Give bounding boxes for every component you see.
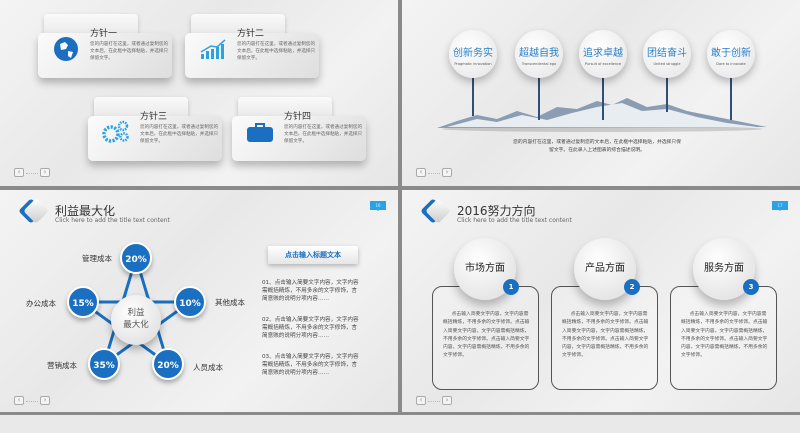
slide-thumbnail-direction[interactable]: 2016努力方向 Click here to add the title tex… [402, 190, 800, 412]
policy-card-2: 方针二 您的内容打在这里，或者通过复制您的文本后，在此框中选择粘贴，并选择只保留… [185, 14, 319, 78]
caption-text: 您的内容打在这里，或者通过复制您的文本后，在此框中选择粘贴，并选择只保留文字。在… [513, 140, 681, 153]
value-title: 敢于创新 [711, 48, 751, 59]
label-other: 其他成本 [215, 298, 245, 307]
value-subtitle: United struggle [653, 62, 681, 66]
next-slide-button[interactable]: › [40, 168, 50, 177]
percent-circle-other: 10% [174, 286, 206, 318]
value-bubble-5: 敢于创新 Dare to innovate [707, 30, 755, 78]
slide-subtitle: Click here to add the title text content [55, 217, 170, 224]
value-title: 团结奋斗 [647, 48, 687, 59]
briefcase-icon [247, 123, 273, 142]
list-item: 01、点击输入简要文字内容，文字内容需概括精炼，不用多余的文字修饰，言简意赅的说… [262, 280, 359, 302]
number-badge: 2 [624, 279, 640, 295]
card-title: 方针一 [90, 29, 118, 39]
card-text: 您的内容打在这里，或者通过复制您的文本后，在此框中选择粘贴，并选择只保留文字。 [140, 125, 219, 144]
percent-circle-marketing: 35% [88, 348, 120, 380]
page-number-badge: 17 [772, 201, 788, 211]
card-text: 您的内容打在这里，或者通过复制您的文本后，在此框中选择粘贴，并选择只保留文字。 [237, 42, 316, 61]
card-title: 方针二 [237, 29, 265, 39]
list-item: 03、点击输入简要文字内容，文字内容需概括精炼，不用多余的文字修饰，言简意赅的说… [262, 354, 359, 376]
value-bubble-3: 追求卓越 Pursuit of excellence [579, 30, 627, 78]
number-badge: 3 [743, 279, 759, 295]
next-slide-button[interactable]: › [442, 396, 452, 405]
percent-circle-office: 15% [67, 286, 99, 318]
box-text: 点击输入简要文字内容，文字内容需概括精炼，不用多余的文字修饰。点击输入简要文字内… [562, 312, 649, 359]
value-bubble-1: 创新务实 Pragmatic innovation [449, 30, 497, 78]
label-office: 办公成本 [26, 299, 56, 308]
direction-box-1: 点击输入简要文字内容，文字内容需概括精炼，不用多余的文字修饰。点击输入简要文字内… [432, 286, 539, 390]
value-subtitle: Transcendental ego [521, 62, 557, 66]
number-badge: 1 [503, 279, 519, 295]
box-text: 点击输入简要文字内容，文字内容需概括精炼，不用多余的文字修饰。点击输入简要文字内… [681, 312, 768, 359]
slide-title: 利益最大化 [55, 204, 116, 218]
label-staff: 人员成本 [193, 363, 223, 372]
slide-title: 2016努力方向 [457, 204, 536, 218]
prev-slide-button[interactable]: ‹ [14, 168, 24, 177]
globe-icon [54, 37, 78, 61]
percent-circle-management: 20% [120, 242, 152, 274]
center-circle: 利益 最大化 [111, 295, 161, 345]
next-slide-button[interactable]: › [442, 168, 452, 177]
title-input-button[interactable]: 点击输入标题文本 [268, 246, 358, 264]
value-subtitle: Dare to innovate [716, 62, 746, 66]
direction-box-2: 点击输入简要文字内容，文字内容需概括精炼，不用多余的文字修饰。点击输入简要文字内… [551, 286, 658, 390]
grid-divider [0, 412, 800, 415]
label-management: 管理成本 [82, 254, 112, 263]
value-title: 创新务实 [453, 48, 493, 59]
next-slide-button[interactable]: › [40, 396, 50, 405]
value-bubble-4: 团结奋斗 United struggle [643, 30, 691, 78]
slide-thumbnail-profit[interactable]: 利益最大化 Click here to add the title text c… [0, 190, 398, 412]
policy-card-3: 方针三 您的内容打在这里，或者通过复制您的文本后，在此框中选择粘贴，并选择只保留… [88, 97, 222, 161]
card-title: 方针三 [140, 112, 168, 122]
prev-slide-button[interactable]: ‹ [416, 396, 426, 405]
prev-slide-button[interactable]: ‹ [14, 396, 24, 405]
list-item: 02、点击输入简要文字内容，文字内容需概括精炼，不用多余的文字修饰，言简意赅的说… [262, 317, 359, 339]
policy-card-1: 方针一 您的内容打在这里，或者通过复制您的文本后，在此框中选择粘贴，并选择只保留… [38, 14, 172, 78]
value-subtitle: Pursuit of excellence [584, 62, 622, 66]
bar-chart-icon [200, 39, 226, 59]
value-title: 追求卓越 [583, 48, 623, 59]
percent-circle-staff: 20% [152, 348, 184, 380]
value-bubble-2: 超越自我 Transcendental ego [515, 30, 563, 78]
card-text: 您的内容打在这里，或者通过复制您的文本后，在此框中选择粘贴，并选择只保留文字。 [90, 42, 169, 61]
grid-divider [398, 0, 402, 413]
policy-card-4: 方针四 您的内容打在这里，或者通过复制您的文本后，在此框中选择粘贴，并选择只保留… [232, 97, 366, 161]
card-title: 方针四 [284, 112, 312, 122]
gears-icon [102, 120, 129, 143]
value-title: 超越自我 [519, 48, 559, 59]
direction-box-3: 点击输入简要文字内容，文字内容需概括精炼，不用多余的文字修饰。点击输入简要文字内… [670, 286, 777, 390]
slide-thumbnail-policies[interactable]: 方针一 您的内容打在这里，或者通过复制您的文本后，在此框中选择粘贴，并选择只保留… [0, 0, 398, 186]
card-text: 您的内容打在这里，或者通过复制您的文本后，在此框中选择粘贴，并选择只保留文字。 [284, 125, 363, 144]
box-text: 点击输入简要文字内容，文字内容需概括精炼，不用多余的文字修饰。点击输入简要文字内… [443, 312, 530, 359]
slide-thumbnail-values[interactable]: 创新务实 Pragmatic innovation 超越自我 Transcenden… [402, 0, 800, 186]
page-number-badge: 16 [370, 201, 386, 211]
slide-subtitle: Click here to add the title text content [457, 217, 572, 224]
label-marketing: 营销成本 [47, 361, 77, 370]
prev-slide-button[interactable]: ‹ [416, 168, 426, 177]
value-subtitle: Pragmatic innovation [454, 62, 492, 66]
